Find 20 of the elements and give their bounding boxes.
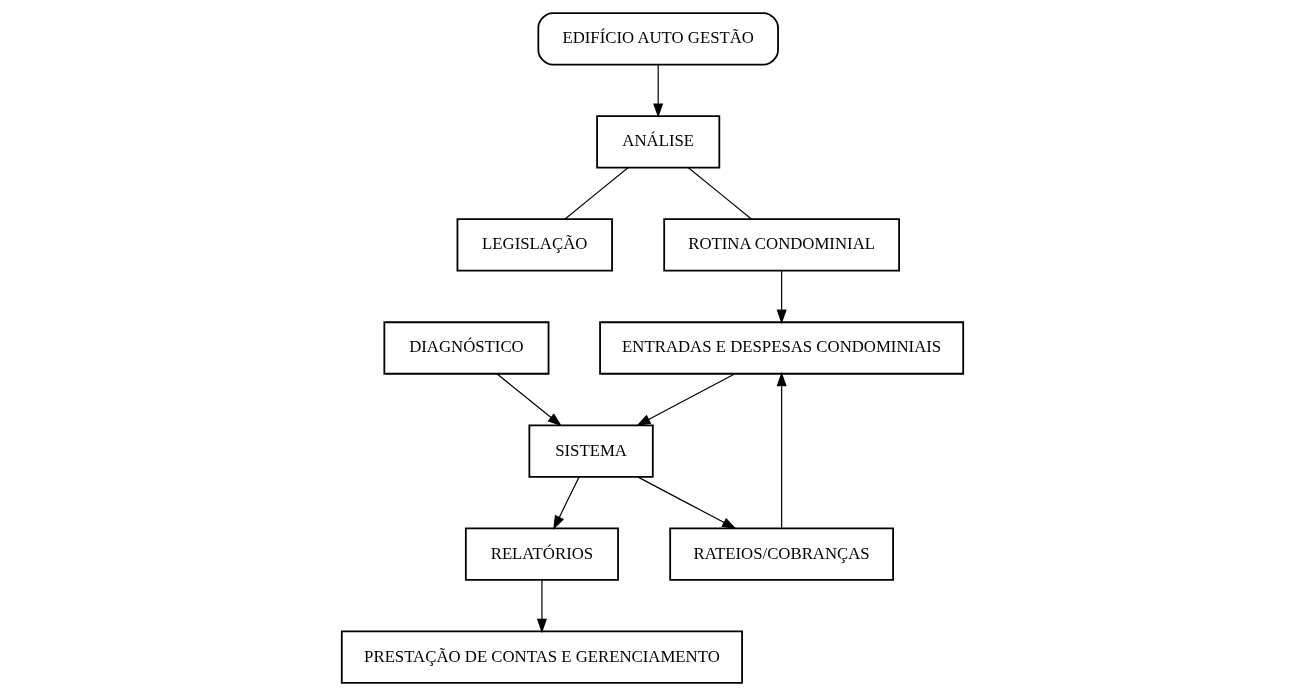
arrow xyxy=(637,476,737,530)
node-box: EDIFÍCIO AUTO GESTÃO xyxy=(537,12,779,66)
connector xyxy=(564,167,629,220)
node-box: ROTINA CONDOMINIAL xyxy=(663,218,900,272)
arrow xyxy=(553,476,580,530)
arrow xyxy=(536,579,547,634)
arrow xyxy=(496,373,562,427)
node-box: SISTEMA xyxy=(528,424,654,478)
arrow xyxy=(776,270,787,324)
node-box: RATEIOS/COBRANÇAS xyxy=(669,527,894,581)
connector xyxy=(687,167,752,220)
node-box: DIAGNÓSTICO xyxy=(383,321,550,375)
arrow xyxy=(653,64,664,118)
node-box: ENTRADAS E DESPESAS CONDOMINIAIS xyxy=(599,321,965,375)
node-box: RELATÓRIOS xyxy=(464,527,619,581)
arrow xyxy=(636,373,736,426)
arrow xyxy=(776,371,787,529)
node-box: LEGISLAÇÃO xyxy=(456,218,613,272)
node-box: ANÁLISE xyxy=(596,115,721,169)
node-box: PRESTAÇÃO DE CONTAS E GERENCIAMENTO xyxy=(340,630,743,684)
